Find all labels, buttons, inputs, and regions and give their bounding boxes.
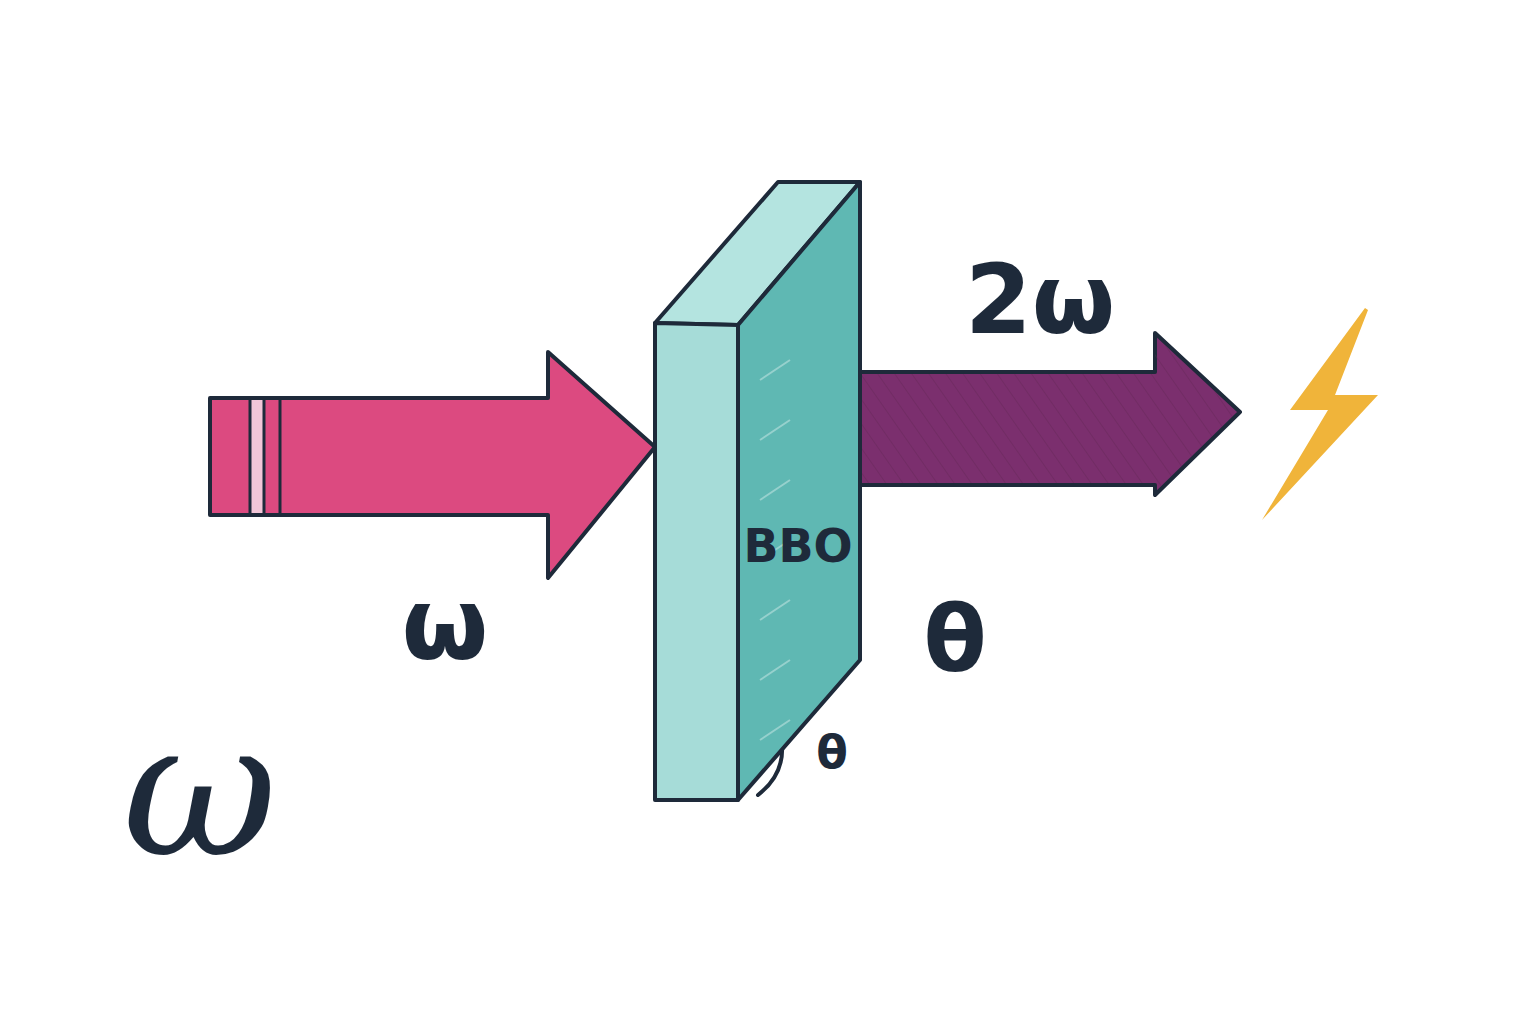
- angle-label-small: θ: [816, 729, 848, 775]
- bbo-crystal: BBO: [650, 176, 866, 806]
- second-harmonic-label: 2ω: [965, 252, 1115, 348]
- frequency-symbol: ω: [123, 695, 278, 885]
- angle-label: θ: [923, 594, 986, 686]
- crystal-label: BBO: [743, 523, 852, 569]
- fundamental-beam-arrow: [210, 352, 655, 578]
- second-harmonic-arrow: [815, 333, 1240, 495]
- lightning-bolt: [1262, 308, 1378, 520]
- fundamental-label: ω: [402, 575, 489, 675]
- crystal-shape: [650, 176, 866, 806]
